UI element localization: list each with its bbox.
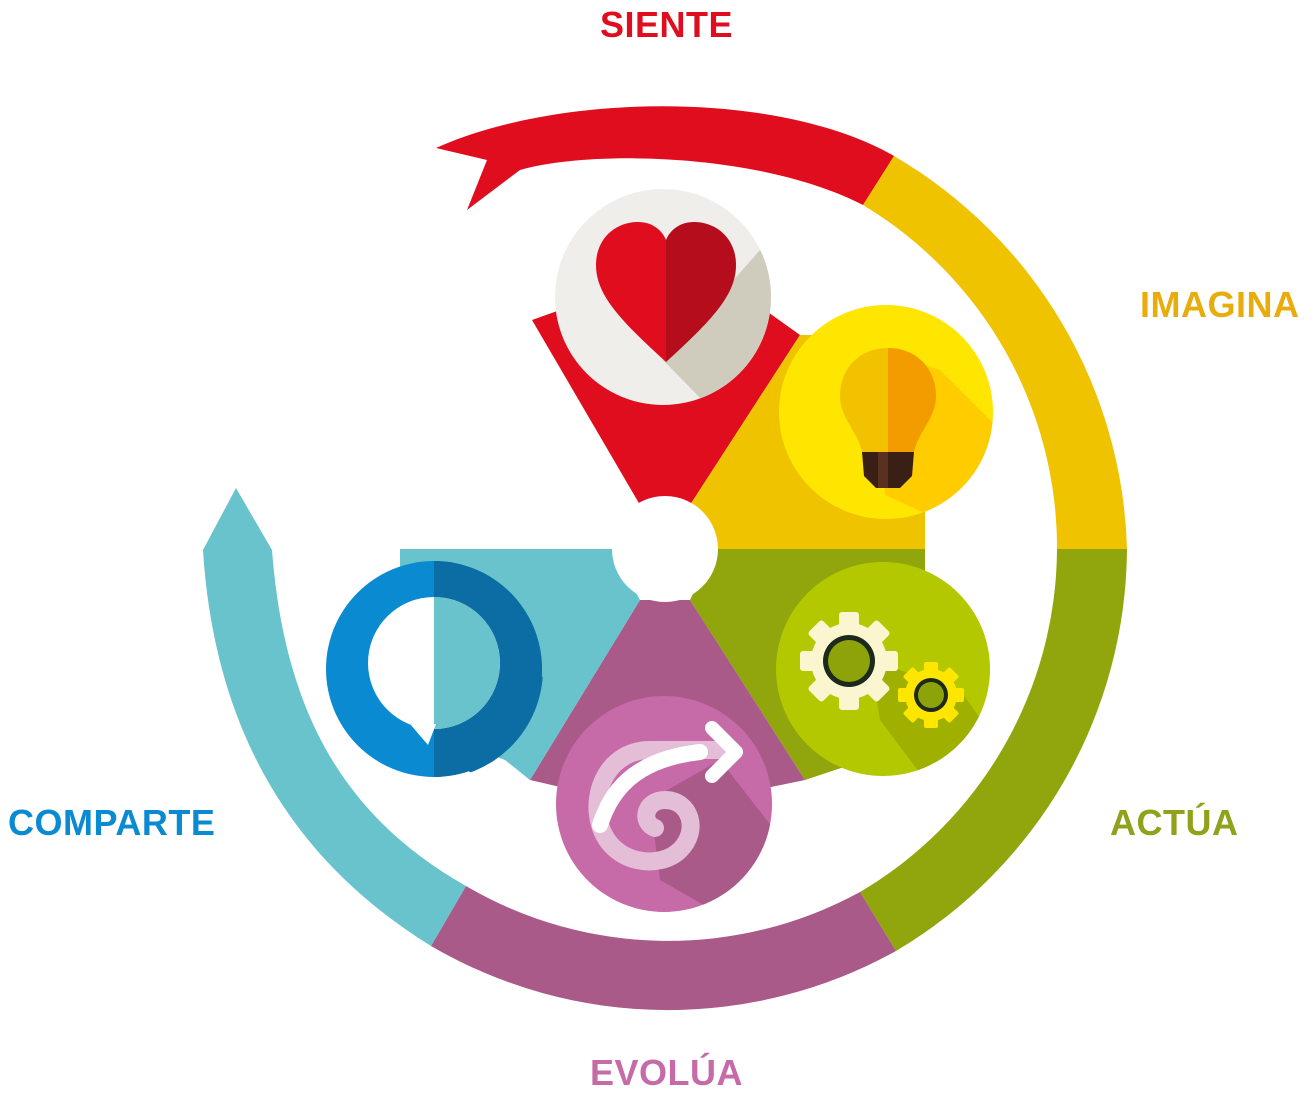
imagina-arc [863, 156, 1127, 549]
gears-icon [800, 612, 964, 728]
spiral-arrow-icon [588, 721, 743, 871]
actua-arc [860, 549, 1127, 951]
gears-badge [776, 562, 990, 776]
outer-ring [203, 106, 1127, 1011]
lightbulb-badge [779, 305, 993, 519]
center-hole [612, 496, 718, 602]
large-gear-icon [800, 612, 898, 710]
siente-arc [436, 106, 894, 210]
label-comparte: COMPARTE [8, 802, 216, 843]
label-evolua: EVOLÚA [590, 1052, 744, 1093]
label-actua: ACTÚA [1110, 802, 1239, 843]
label-siente: SIENTE [600, 4, 734, 45]
speech-bubble-icon [326, 561, 542, 777]
small-gear-icon [898, 662, 964, 728]
comparte-arc [203, 488, 466, 946]
heart-icon [596, 222, 736, 362]
lightbulb-icon [840, 348, 936, 488]
heart-badge [555, 189, 771, 405]
evolua-arc [431, 886, 896, 1011]
label-imagina: IMAGINA [1140, 284, 1300, 325]
